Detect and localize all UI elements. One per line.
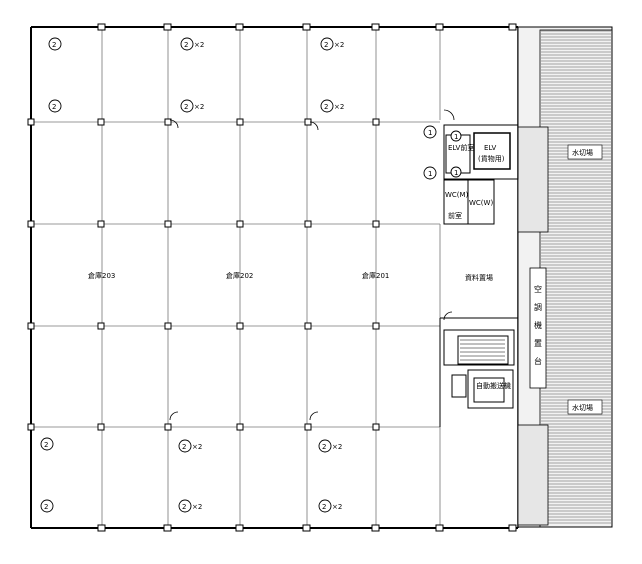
- room-label-storage: 資料置場: [465, 273, 493, 282]
- room-label-drain-bottom: 水切場: [572, 403, 593, 412]
- room-label-drain-top: 水切場: [572, 148, 593, 157]
- room-label-elv-freight: (貨物用): [478, 154, 505, 163]
- sensor-tag: 2: [182, 443, 186, 451]
- room-label-wc-men: WC(M): [445, 191, 469, 199]
- room-label-elv: ELV: [484, 144, 497, 152]
- sensor-tag: 2: [184, 41, 188, 49]
- sensor-multiplier: ×2: [194, 41, 204, 49]
- sensor-tag: 1: [454, 133, 458, 141]
- door-swings: [169, 109, 455, 421]
- sensor-multiplier: ×2: [194, 103, 204, 111]
- room-label-wc-women: WC(W): [469, 199, 493, 207]
- sensor-multiplier: ×2: [332, 503, 342, 511]
- sensor-tag: 2: [44, 441, 48, 449]
- sensor-multiplier: ×2: [192, 503, 202, 511]
- service-core: [439, 124, 519, 427]
- sensor-tag: 2: [324, 103, 328, 111]
- sensor-multiplier: ×2: [332, 443, 342, 451]
- sensor-tag: 2: [322, 443, 326, 451]
- sensor-tag: 2: [324, 41, 328, 49]
- room-label-ac-char: 調: [534, 302, 542, 312]
- room-label-conveyor: 自動搬送機: [476, 381, 511, 390]
- sensor-multiplier: ×2: [192, 443, 202, 451]
- room-label-anteroom: 前室: [448, 211, 462, 220]
- room-label-warehouse-203: 倉庫203: [88, 271, 115, 280]
- room-label-elv-hall: ELV前室: [448, 143, 474, 152]
- room-labels: 倉庫203 倉庫202 倉庫201 資料置場 ELV前室 ELV (貨物用) W…: [88, 143, 593, 412]
- sensor-tag: 2: [52, 41, 56, 49]
- sensor-tag: 2: [322, 503, 326, 511]
- sensor-multiplier: ×2: [334, 41, 344, 49]
- sensor-tag: 2: [44, 503, 48, 511]
- column-posts: [27, 23, 517, 532]
- room-label-ac-char: 台: [534, 356, 542, 366]
- sensor-tag: 2: [184, 103, 188, 111]
- room-label-ac-char: 機: [534, 320, 542, 330]
- sensor-tag: 1: [428, 170, 432, 178]
- sensor-tag: 1: [454, 169, 458, 177]
- room-label-ac-char: 置: [534, 339, 542, 348]
- sensor-labels: 2 2 2 ×2 2 ×2 2 ×2 2 ×2 2 2 2 ×2 2 ×2 2 …: [44, 41, 458, 511]
- sensor-tag: 2: [52, 103, 56, 111]
- room-label-warehouse-202: 倉庫202: [226, 271, 253, 280]
- water-area: [517, 26, 613, 528]
- sensor-multiplier: ×2: [334, 103, 344, 111]
- sensor-tag: 1: [428, 129, 432, 137]
- room-label-ac-char: 空: [534, 284, 542, 294]
- sensor-tag: 2: [182, 503, 186, 511]
- room-label-warehouse-201: 倉庫201: [362, 271, 389, 280]
- sensor-symbols: [40, 37, 462, 513]
